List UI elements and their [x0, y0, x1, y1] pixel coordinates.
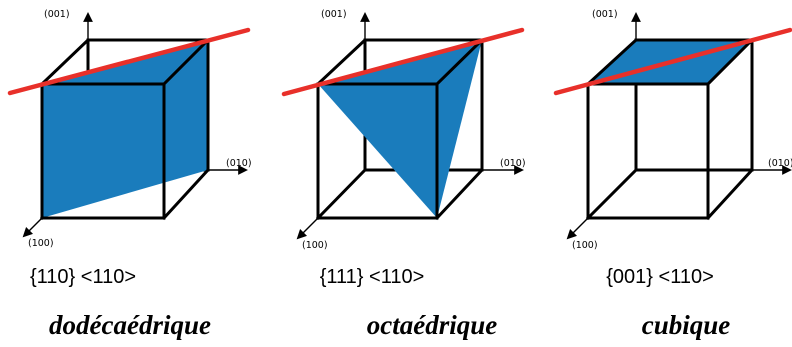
cube-top-face [315, 38, 486, 87]
x-axis-label: (100) [572, 240, 598, 251]
x-axis-label: (100) [302, 240, 328, 251]
texture-type-label: cubique [642, 310, 731, 340]
texture-type-label: dodécaédrique [49, 310, 211, 340]
plane-notation: {111} <110> [320, 266, 425, 288]
y-axis-label: (010) [768, 158, 792, 169]
x-axis-arrow [566, 217, 589, 240]
x-axis-arrow [22, 217, 43, 238]
cube-back-bottom-edges [585, 168, 754, 221]
z-axis-label: (001) [44, 9, 70, 20]
cube-right-bottom-edge [705, 167, 755, 221]
plane-notation: {110} <110> [30, 266, 136, 288]
y-axis-label: (010) [500, 158, 526, 169]
texture-type-label: octaédrique [367, 310, 497, 340]
plane-notation: {001} <110> [606, 266, 714, 288]
y-axis-label: (010) [226, 158, 252, 169]
x-axis-arrow [296, 217, 319, 240]
z-axis-label: (001) [592, 9, 618, 20]
direction-line-110 [7, 27, 251, 96]
direction-line-110 [281, 27, 525, 97]
panel-octahedral: (001) (010) (100) {111} <110> octaédriqu… [281, 9, 526, 340]
panel-dodecahedral: (001) (010) (100) {110} <110> dodécaédri… [7, 9, 252, 340]
z-axis-label: (001) [321, 9, 347, 20]
cube-right-bottom-edge [161, 167, 211, 221]
panel-cubic: (001) (010) (100) {001} <110> cubique [553, 9, 792, 340]
direction-line-110 [553, 27, 792, 96]
x-axis-label: (100) [28, 238, 54, 249]
cube-top-face [585, 38, 756, 87]
cube-top-face [39, 38, 212, 87]
cube-back-bottom-edges [315, 168, 484, 221]
cube-right-bottom-edge [434, 167, 485, 221]
